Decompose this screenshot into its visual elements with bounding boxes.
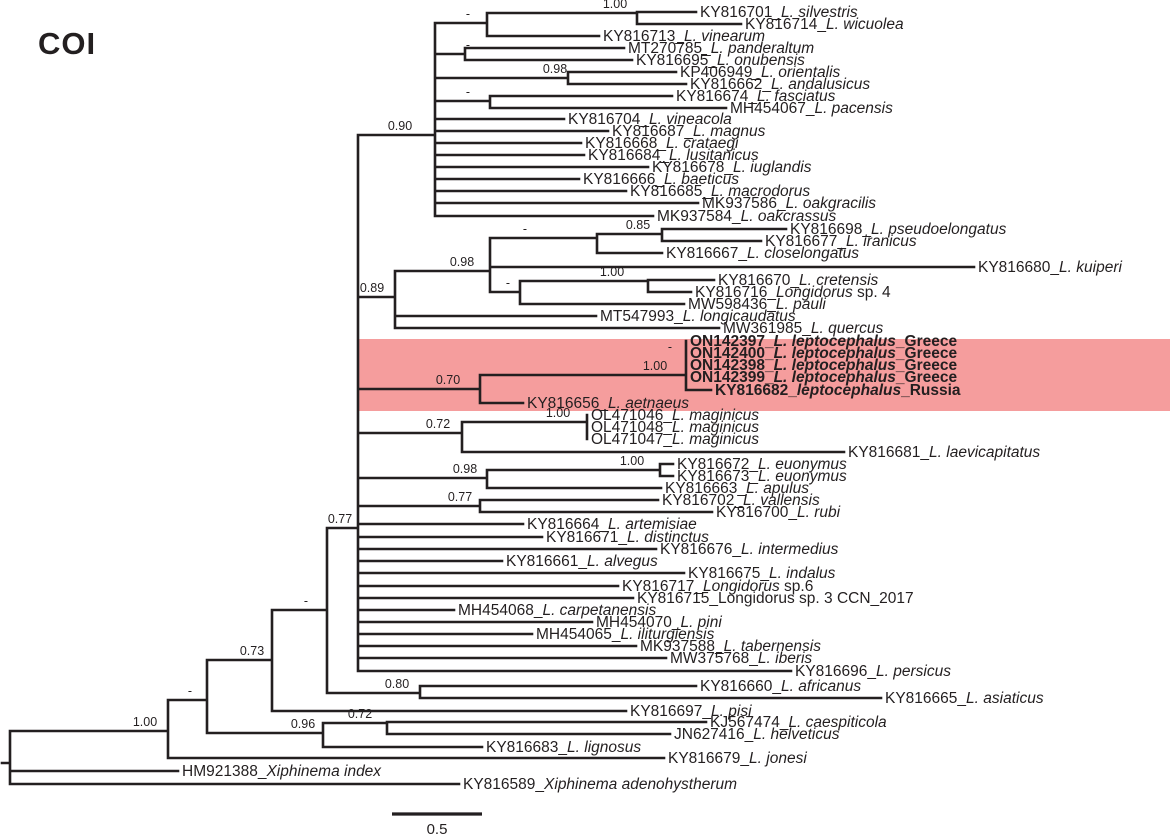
leaf-label: MK937584_L. oakcrassus	[657, 208, 836, 225]
leaf-label: KY816670_L. cretensis	[718, 272, 879, 289]
support-value: 0.98	[450, 255, 474, 269]
leaf-label: MT270785_L. panderaltum	[628, 40, 814, 57]
support-value: 0.73	[240, 644, 264, 658]
support-value: -	[188, 684, 192, 698]
leaf-label: OL471046_L. maginicus	[591, 407, 759, 424]
leaf-label: MT547993_L. longicaudatus	[600, 308, 796, 325]
leaf-label: KY816666_L. baeticus	[583, 171, 739, 188]
leaf-label: ON142400_L. leptocephalus_Greece	[690, 345, 957, 362]
leaf-label: KY816661_L. alvegus	[506, 553, 658, 570]
support-value: -	[668, 340, 672, 354]
leaf-label: KY816698_L. pseudoelongatus	[790, 221, 1007, 238]
leaf-label: KY816671_L. distinctus	[546, 529, 709, 546]
leaf-label: KY816668_L. crataegi	[585, 135, 739, 152]
leaf-label: MK937586_L. oakgracilis	[702, 195, 876, 212]
leaf-label: MH454067_L. pacensis	[730, 100, 893, 117]
support-value: 0.80	[385, 677, 409, 691]
leaf-label: MW598436_L. pauli	[688, 296, 826, 313]
support-value: -	[304, 594, 308, 608]
leaf-label: KY816664_L. artemisiae	[527, 516, 697, 533]
leaf-label: KY816715_Longidorus sp. 3 CCN_2017	[637, 590, 914, 607]
gene-title: COI	[38, 26, 97, 61]
support-value: 0.98	[453, 462, 477, 476]
leaf-label: KY816665_L. asiaticus	[885, 690, 1044, 707]
leaf-label: MK937588_L. tabernensis	[640, 638, 821, 655]
support-value: 0.98	[543, 62, 567, 76]
leaf-label: ON142398_L. leptocephalus_Greece	[690, 357, 957, 374]
support-value: 0.72	[426, 417, 450, 431]
leaf-label: KY816673_L. euonymus	[677, 468, 847, 485]
leaf-label: KY816656_L. aetnaeus	[527, 395, 689, 412]
leaf-label: KY816713_L. vinearum	[603, 28, 765, 45]
leaf-label: KY816684_L. lusitanicus	[588, 147, 759, 164]
support-value: -	[506, 276, 510, 290]
scale-bar-label: 0.5	[427, 821, 448, 838]
leaf-label: KY816674_L. fasciatus	[676, 88, 836, 105]
leaf-label: KY816675_L. indalus	[688, 565, 836, 582]
leaf-label: KY816676_L. intermedius	[660, 541, 839, 558]
leaf-label: KY816678_L. iuglandis	[652, 159, 812, 176]
leaf-label: KY816685_L. macrodorus	[630, 183, 810, 200]
leaf-label: MH454065_L. iliturgiensis	[536, 626, 715, 643]
support-value: 0.70	[436, 373, 460, 387]
leaf-label: KY816701_L. silvestris	[700, 4, 858, 21]
support-value: 1.00	[546, 406, 570, 420]
leaf-label: MH454070_L. pini	[596, 614, 722, 631]
leaf-label: KY816700_L. rubi	[716, 504, 841, 521]
support-value: 0.77	[328, 512, 352, 526]
support-value: 0.89	[360, 281, 384, 295]
support-value: 1.00	[603, 0, 627, 11]
leaf-label: KY816687_L. magnus	[612, 123, 766, 140]
support-value: 1.00	[620, 454, 644, 468]
leaf-label: KP406949_L. orientalis	[680, 64, 841, 81]
leaf-label: MW361985_L. quercus	[723, 320, 884, 337]
leaf-label: KY816660_L. africanus	[700, 678, 861, 695]
support-value: 1.00	[643, 359, 667, 373]
support-value: -	[523, 222, 527, 236]
leaf-label: OL471047_L. maginicus	[591, 431, 759, 448]
leaf-label: KY816589_Xiphinema adenohystherum	[463, 776, 737, 793]
support-value: 0.72	[348, 707, 372, 721]
leaf-label: KY816716_Longidorus sp. 4	[695, 284, 891, 301]
leaf-label: KJ567474_L. caespiticola	[710, 714, 887, 731]
leaf-label: MW375768_L. iberis	[670, 650, 812, 667]
support-value: 0.90	[388, 119, 412, 133]
support-value: -	[466, 7, 470, 21]
leaf-label: KY816683_L. lignosus	[486, 739, 641, 756]
leaf-label: KY816696_L. persicus	[795, 663, 951, 680]
support-value: 1.00	[133, 715, 157, 729]
support-value: 0.96	[291, 717, 315, 731]
leaf-label: KY816714_L. wicuolea	[745, 16, 904, 33]
support-value: 1.00	[600, 265, 624, 279]
tree-branches	[0, 10, 976, 786]
leaf-label: HM921388_Xiphinema index	[182, 763, 382, 780]
support-value: 0.85	[626, 218, 650, 232]
support-value: 0.77	[448, 490, 472, 504]
leaf-label: KY816662_L. andalusicus	[690, 76, 870, 93]
leaf-label: ON142399_L. leptocephalus_Greece	[690, 369, 957, 386]
leaf-label: MH454068_L. carpetanensis	[458, 602, 656, 619]
support-value: -	[466, 38, 470, 52]
leaf-label: KY816682_leptocephalus_Russia	[715, 382, 961, 399]
leaf-label: KY816672_L. euonymus	[677, 456, 847, 473]
leaf-label: ON142397_L. leptocephalus_Greece	[690, 333, 957, 350]
leaf-label: KY816667_L. closelongatus	[666, 245, 859, 262]
leaf-label: KY816704_L. vineacola	[568, 111, 732, 128]
leaf-label: KY816697_L. pisi	[630, 703, 752, 720]
leaf-label: KY816679_L. jonesi	[668, 750, 807, 767]
leaf-label: KY816695_L. onubensis	[636, 52, 805, 69]
leaf-label: KY816717_Longidorus sp.6	[622, 578, 813, 595]
support-value: -	[466, 85, 470, 99]
leaf-label: KY816680_L. kuiperi	[978, 259, 1122, 276]
leaf-label: KY816702_L. vallensis	[662, 492, 820, 509]
leaf-label: OL471048_L. maginicus	[591, 419, 759, 436]
leaf-label: JN627416_L. helveticus	[674, 726, 840, 743]
leaf-label: KY816681_L. laevicapitatus	[848, 444, 1040, 461]
leaf-label: KY816677_L. iranicus	[765, 233, 917, 250]
leaf-label: KY816663_L. apulus	[665, 480, 809, 497]
